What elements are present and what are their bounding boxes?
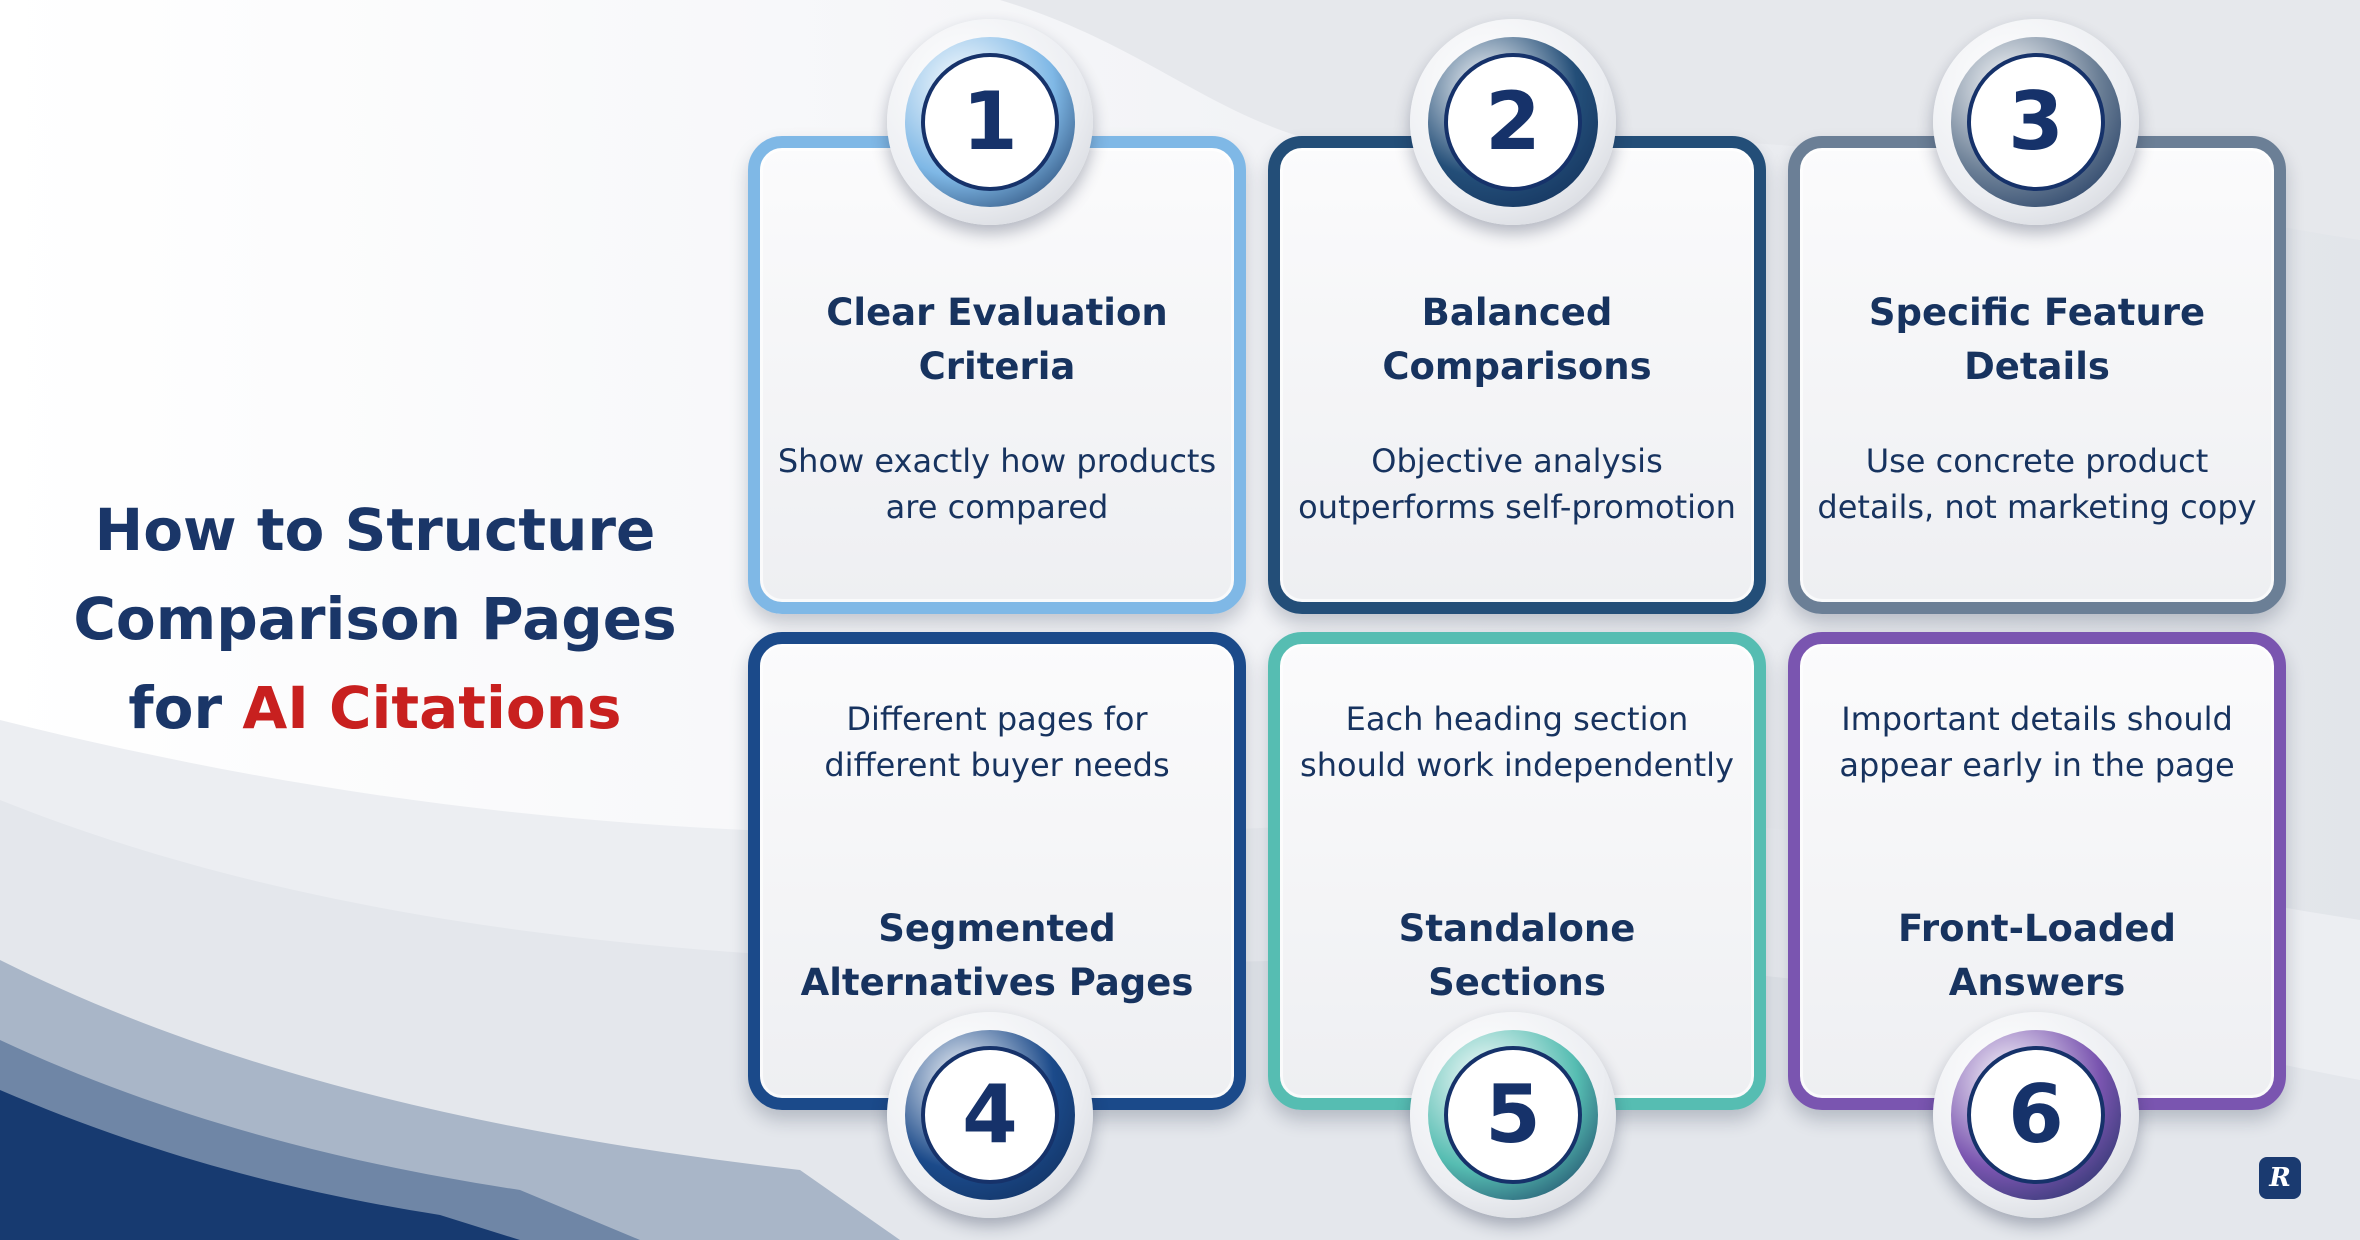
badge-ring: 4 — [905, 1030, 1075, 1200]
brand-logo-icon: R — [2259, 1157, 2301, 1199]
title-line-3: for AI Citations — [40, 664, 710, 753]
step-number: 3 — [1967, 53, 2105, 191]
step-number: 2 — [1444, 53, 1582, 191]
step-number: 1 — [921, 53, 1059, 191]
title-line-1: How to Structure — [94, 496, 656, 564]
step-number: 4 — [921, 1046, 1059, 1184]
title-line-3-prefix: for — [128, 674, 243, 742]
title-line-2: Comparison Pages — [73, 585, 677, 653]
badge-ring: 1 — [905, 37, 1075, 207]
title-accent-text: AI Citations — [242, 674, 622, 742]
badge-ring: 2 — [1428, 37, 1598, 207]
step-number: 5 — [1444, 1046, 1582, 1184]
step-badge-6: 6 — [1933, 1012, 2139, 1218]
step-badge-1: 1 — [887, 19, 1093, 225]
step-number: 6 — [1967, 1046, 2105, 1184]
step-badge-3: 3 — [1933, 19, 2139, 225]
badge-ring: 5 — [1428, 1030, 1598, 1200]
badge-ring: 3 — [1951, 37, 2121, 207]
page-title: How to Structure Comparison Pages for AI… — [40, 486, 710, 753]
step-badge-4: 4 — [887, 1012, 1093, 1218]
step-badge-5: 5 — [1410, 1012, 1616, 1218]
step-badge-2: 2 — [1410, 19, 1616, 225]
badge-ring: 6 — [1951, 1030, 2121, 1200]
